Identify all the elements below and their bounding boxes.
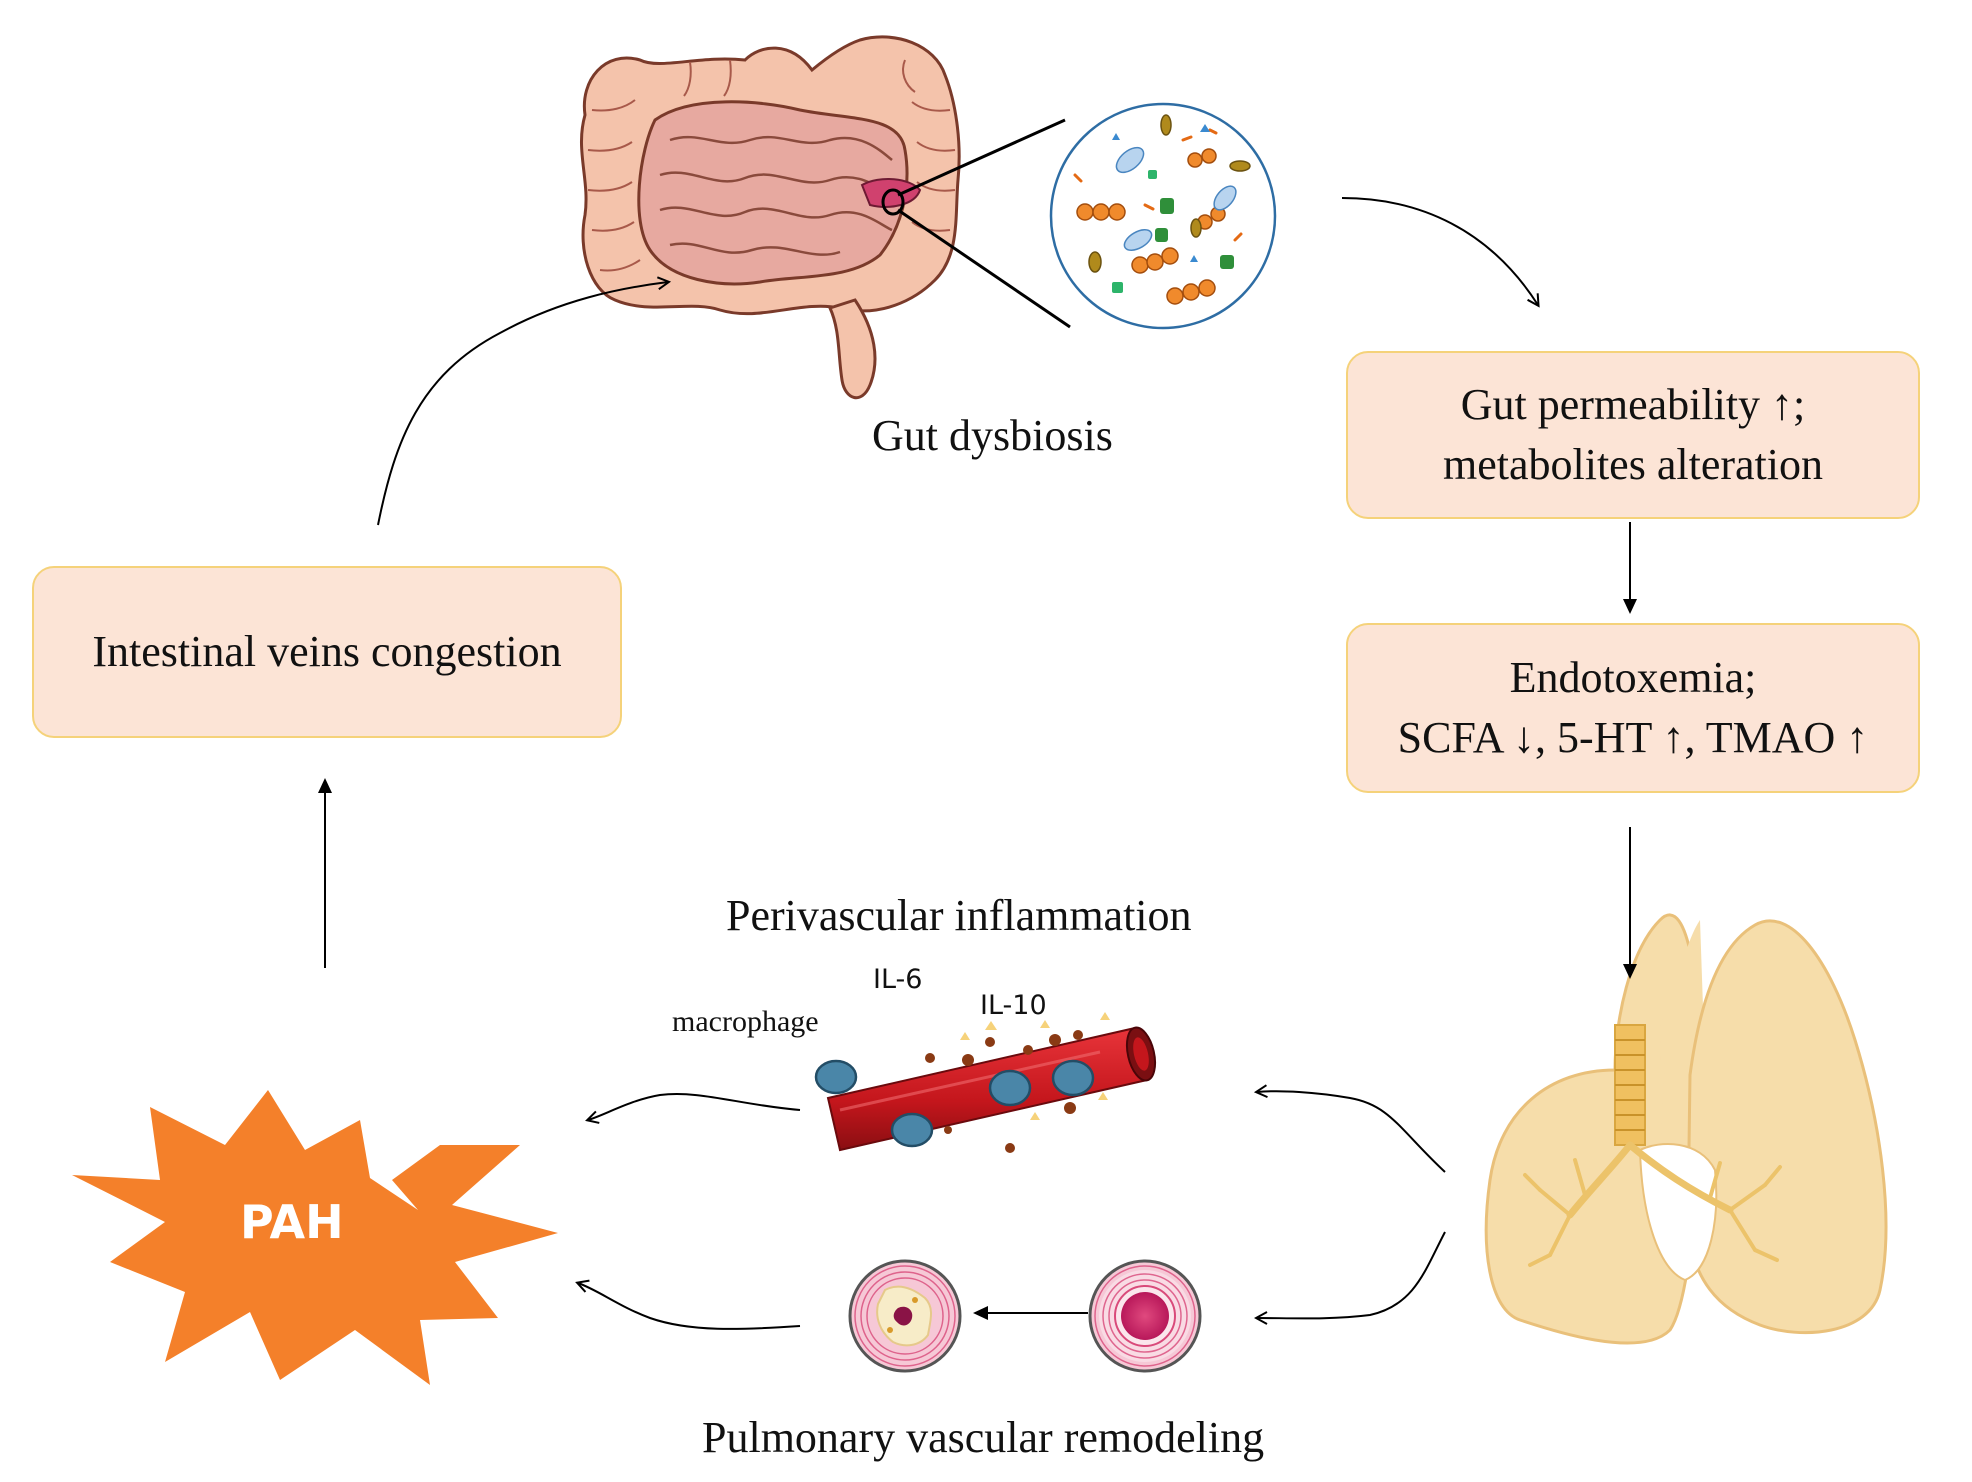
vessel-cross-section-icon [848, 1259, 1202, 1373]
arrow-lungs-to-crosssection [1257, 1231, 1446, 1318]
il10-label: IL-10 [980, 990, 1047, 1021]
arrow-gut-to-permeability [1341, 197, 1538, 305]
blood-vessel-icon [814, 1012, 1157, 1153]
macrophage-label: macrophage [672, 1005, 819, 1038]
arrow-veins-to-gut [377, 282, 668, 526]
arrow-lungs-to-vessel [1257, 1091, 1446, 1173]
arrow-vessel-to-pah [588, 1093, 801, 1120]
gut-permeability-line2: metabolites alteration [1443, 440, 1823, 489]
starburst-icon [72, 1090, 558, 1385]
perivascular-label: Perivascular inflammation [726, 891, 1192, 940]
lungs-icon [1484, 913, 1888, 1345]
endotoxemia-line1: Endotoxemia; [1509, 653, 1757, 702]
intestinal-veins-box: Intestinal veins congestion [32, 566, 622, 738]
endotoxemia-line2: SCFA ↓, 5-HT ↑, TMAO ↑ [1397, 713, 1869, 762]
intestine-icon [579, 35, 1071, 399]
remodeling-label: Pulmonary vascular remodeling [702, 1413, 1265, 1462]
gut-permeability-line1: Gut permeability ↑; [1460, 380, 1806, 429]
il6-label: IL-6 [873, 964, 923, 995]
microbiota-icon [1049, 102, 1277, 330]
intestinal-veins-label: Intestinal veins congestion [92, 627, 562, 676]
endotoxemia-box: Endotoxemia; SCFA ↓, 5-HT ↑, TMAO ↑ [1346, 623, 1920, 793]
gut-dysbiosis-label: Gut dysbiosis [872, 411, 1113, 460]
flow-arrows [318, 197, 1637, 1330]
arrow-crosssection-to-pah [578, 1283, 801, 1330]
pah-label: PAH [240, 1195, 344, 1249]
gut-permeability-box: Gut permeability ↑; metabolites alterati… [1346, 351, 1920, 519]
